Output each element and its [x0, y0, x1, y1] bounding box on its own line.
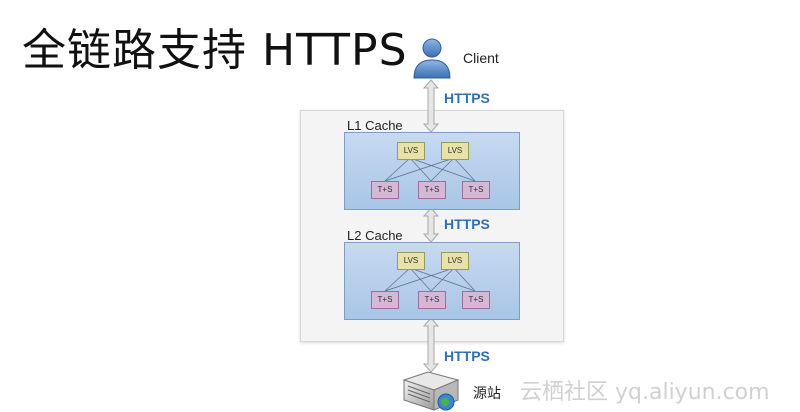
- user-icon: [413, 38, 451, 79]
- l1-lvs-node: LVS: [397, 142, 425, 160]
- watermark: 云栖社区 yq.aliyun.com: [520, 380, 770, 405]
- l2-lvs-node: LVS: [441, 252, 469, 270]
- l1-ts-node: T+S: [462, 181, 490, 199]
- l2-ts-node: T+S: [462, 291, 490, 309]
- https-label-bottom: HTTPS: [444, 348, 490, 364]
- l1-ts-node: T+S: [371, 181, 399, 199]
- l1-ts-node: T+S: [418, 181, 446, 199]
- l2-lvs-node: LVS: [397, 252, 425, 270]
- l1-cache-label: L1 Cache: [347, 118, 403, 133]
- l2-ts-node: T+S: [418, 291, 446, 309]
- https-label-mid: HTTPS: [444, 216, 490, 232]
- client-label: Client: [463, 50, 499, 66]
- l2-cache-label: L2 Cache: [347, 228, 403, 243]
- l1-lvs-node: LVS: [441, 142, 469, 160]
- server-icon: [402, 371, 460, 411]
- l2-ts-node: T+S: [371, 291, 399, 309]
- origin-label: 源站: [473, 385, 501, 401]
- page-title: 全链路支持 HTTPS: [22, 25, 408, 76]
- https-label-top: HTTPS: [444, 90, 490, 106]
